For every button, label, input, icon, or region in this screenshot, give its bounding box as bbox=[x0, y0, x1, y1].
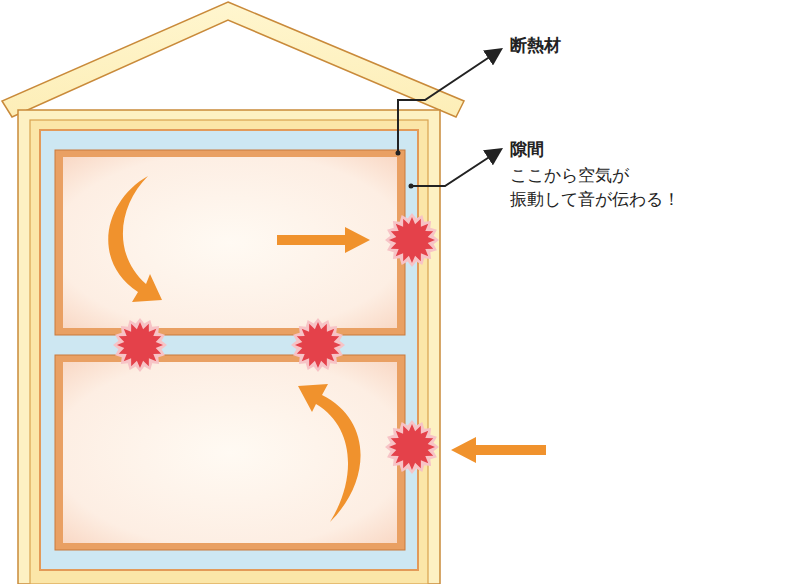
leader-line bbox=[398, 50, 500, 153]
upper-room-frame bbox=[55, 150, 405, 335]
lower-room-frame bbox=[55, 355, 405, 550]
burst-halo bbox=[113, 318, 167, 372]
lower-room bbox=[63, 362, 397, 543]
burst-halo bbox=[385, 420, 439, 474]
curved-arrow bbox=[108, 176, 162, 302]
leader-line bbox=[411, 150, 500, 186]
gap-label: 隙間 bbox=[510, 138, 544, 162]
inner-wall bbox=[30, 120, 428, 584]
sound-arrow bbox=[451, 437, 546, 463]
insulation-label: 断熱材 bbox=[510, 34, 561, 58]
leader-dot bbox=[396, 151, 401, 156]
burst-halo bbox=[291, 318, 345, 372]
sound-leak-bursts bbox=[113, 213, 439, 474]
burst bbox=[389, 217, 435, 263]
burst-halo bbox=[385, 213, 439, 267]
burst bbox=[389, 424, 435, 470]
upper-room bbox=[63, 157, 397, 328]
leader-dot bbox=[409, 184, 414, 189]
roof bbox=[2, 2, 464, 117]
curved-arrow bbox=[298, 384, 361, 522]
burst bbox=[295, 322, 341, 368]
insulation-layer bbox=[40, 130, 418, 570]
gap-note: ここから空気が 振動して音が伝わる！ bbox=[510, 164, 730, 212]
house-wall bbox=[18, 110, 440, 584]
burst bbox=[117, 322, 163, 368]
sound-arrow bbox=[277, 227, 370, 253]
